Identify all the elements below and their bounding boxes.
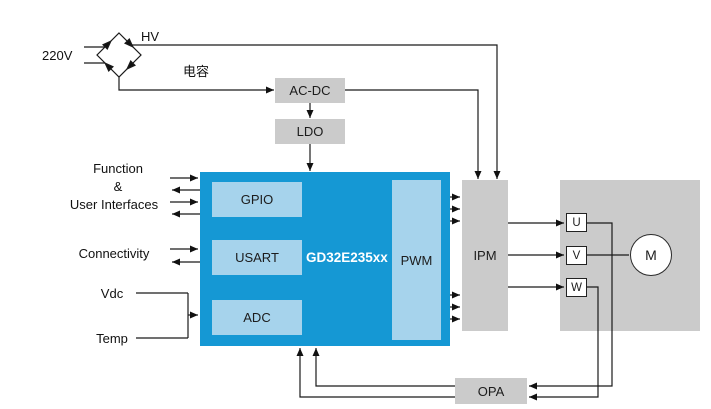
temp-label: Temp	[96, 331, 128, 346]
user-interfaces-label: User Interfaces	[69, 197, 159, 212]
ipm-to-phase-arrows	[508, 219, 564, 291]
connectivity-label: Connectivity	[78, 246, 150, 261]
opa-output-arrows	[296, 348, 455, 398]
mcu-name-label: GD32E235xx	[306, 250, 388, 265]
function-label: Function	[93, 161, 143, 176]
acdc-to-ipm-wire	[345, 89, 482, 179]
acdc-block: AC-DC	[275, 78, 345, 103]
opa-to-adc-wire	[312, 348, 455, 387]
diode-icon	[124, 38, 135, 49]
opa-block: OPA	[455, 378, 527, 404]
gpio-block: GPIO	[212, 182, 302, 217]
phase-v-box: V	[566, 246, 587, 265]
pwm-block: PWM	[392, 180, 441, 340]
vdc-label: Vdc	[100, 286, 124, 301]
pwm-to-ipm-arrows	[450, 193, 460, 323]
opa-to-adc-wire	[296, 348, 455, 398]
phase-u-box: U	[566, 213, 587, 232]
diode-icon	[103, 61, 114, 72]
bridge-outline	[96, 32, 142, 78]
usart-block: USART	[212, 240, 302, 275]
diode-icon	[102, 39, 113, 50]
usart-arrows	[170, 245, 200, 266]
ipm-block: IPM	[462, 180, 508, 331]
ampersand-label: &	[113, 179, 123, 194]
bridge-rectifier-icon	[96, 32, 142, 78]
mains-voltage-label: 220V	[42, 48, 73, 63]
capacitor-label: 电容	[183, 64, 210, 79]
diode-icon	[125, 60, 136, 71]
motor-icon: M	[630, 234, 672, 276]
adc-input-wires	[136, 292, 198, 339]
hv-label: HV	[141, 29, 160, 44]
mains-wires	[84, 46, 107, 64]
gpio-arrows	[170, 174, 200, 218]
adc-block: ADC	[212, 300, 302, 335]
phase-w-box: W	[566, 278, 587, 297]
ldo-block: LDO	[275, 119, 345, 144]
